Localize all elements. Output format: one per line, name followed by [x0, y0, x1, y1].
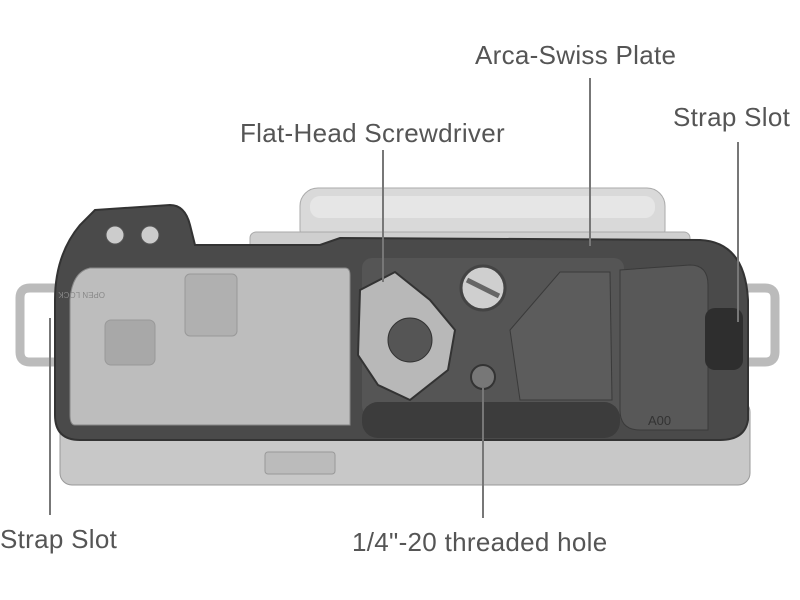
battery-door-engraving: OPEN LOCK	[58, 290, 105, 299]
label-flat-head-screwdriver: Flat-Head Screwdriver	[240, 118, 505, 148]
plate-code-engraving: A00	[648, 413, 671, 428]
strap-loop-left	[15, 283, 60, 367]
cage: A00	[54, 203, 749, 441]
strap-loop-right	[745, 283, 780, 367]
label-arca-swiss-plate: Arca-Swiss Plate	[475, 40, 677, 70]
label-strap-slot-left: Strap Slot	[0, 524, 118, 554]
label-threaded-hole: 1/4"-20 threaded hole	[352, 527, 608, 557]
battery-door: OPEN LOCK	[58, 267, 351, 426]
leader-lines	[49, 78, 739, 518]
label-strap-slot-right: Strap Slot	[673, 102, 791, 132]
